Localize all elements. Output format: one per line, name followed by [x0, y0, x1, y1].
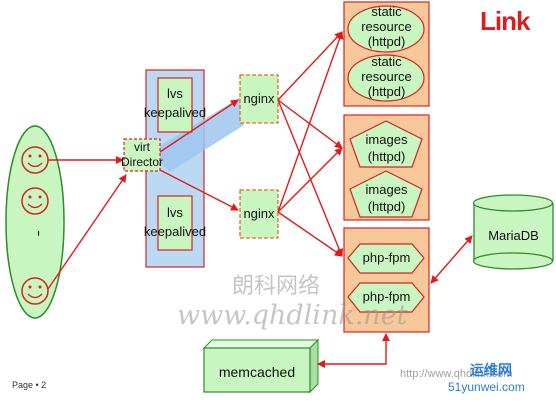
lvs-bottom-box [157, 195, 193, 251]
static-1-line1: static [371, 4, 402, 19]
images-node-2 [349, 170, 423, 218]
static-2-line3: (httpd) [367, 84, 406, 99]
watermark-brand-cn: 运维网 [470, 362, 512, 378]
lvs-top-box [157, 77, 193, 133]
clients-ellipsis: ...... [35, 230, 46, 235]
images-1-line1: images [365, 132, 408, 147]
images-node-1 [349, 120, 423, 168]
mariadb-cylinder [472, 194, 554, 270]
images-2-line1: images [365, 182, 408, 197]
director-box [123, 138, 161, 172]
watermark-brand-domain: 51yunwei.com [448, 380, 525, 394]
lvs-bottom-label-line1: lvs [167, 205, 183, 220]
php-node-2 [347, 282, 425, 313]
director-active-wedge [150, 95, 244, 172]
static-node-2 [347, 54, 425, 102]
watermark-small-url: http://www.qhdlink.com [400, 368, 513, 380]
static-node-1 [347, 5, 425, 53]
nginx-bottom-box [239, 189, 279, 239]
client-smiley-2 [21, 187, 49, 215]
images-2-line2: (httpd) [367, 199, 406, 214]
client-smiley-1 [21, 146, 49, 174]
director-label-line1: virt [134, 140, 150, 154]
brand-logo: Link [480, 6, 530, 36]
lvs-top-label-line2: keepalived [143, 105, 207, 120]
memcached-box [202, 338, 320, 394]
mariadb-label: MariaDB [488, 228, 539, 243]
lvs-top-label-line1: lvs [167, 86, 183, 101]
watermark-url: www.qhdlink.net [177, 300, 408, 331]
images-1-line2: (httpd) [367, 149, 406, 164]
php-1-label: php-fpm [362, 250, 411, 265]
static-2-line1: static [371, 54, 402, 69]
director-label-line2: Director [120, 155, 163, 169]
php-2-label: php-fpm [362, 289, 411, 304]
page-number: Page • 2 [12, 380, 47, 390]
static-1-line2: resource [361, 19, 412, 34]
lvs-bottom-label-line2: keepalived [143, 224, 207, 239]
static-1-line3: (httpd) [367, 34, 406, 49]
static-2-line2: resource [361, 69, 412, 84]
clients-group [5, 125, 65, 319]
nginx-top-label: nginx [243, 91, 275, 106]
memcached-label: memcached [218, 364, 296, 380]
client-smiley-3 [21, 277, 49, 305]
php-node-1 [347, 243, 425, 274]
nginx-bottom-label: nginx [243, 206, 275, 221]
connection-arrows [47, 31, 473, 368]
watermark-cn: 朗科网络 [232, 274, 321, 299]
